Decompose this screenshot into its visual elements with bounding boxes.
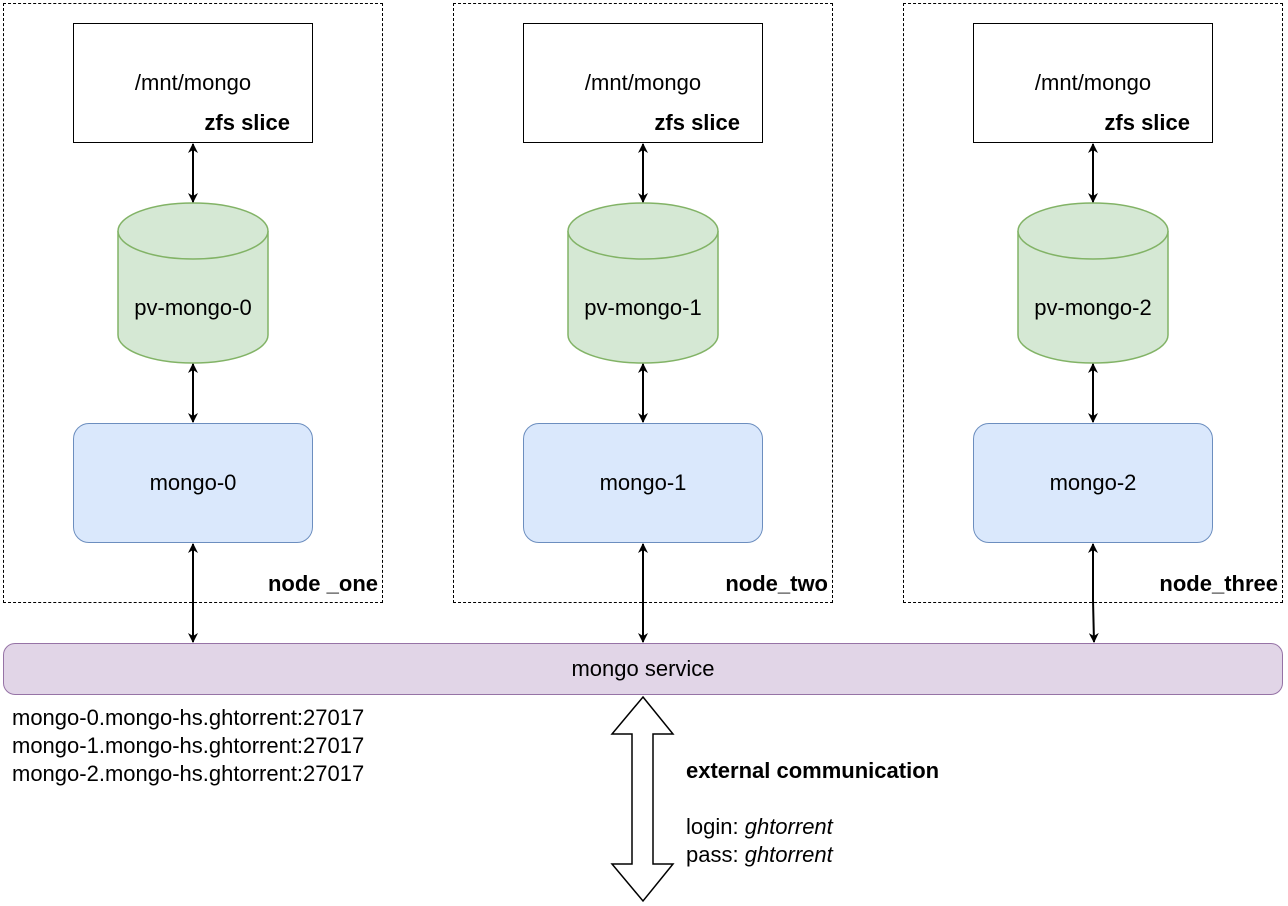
- arrow-pod-service-three: [1088, 543, 1099, 643]
- zfs-slice-label: zfs slice: [654, 110, 740, 135]
- pv-cylinder-one: [117, 202, 269, 364]
- zfs-slice-box-three: /mnt/mongo zfs slice: [973, 23, 1213, 143]
- pass-credential: pass: ghtorrent: [686, 842, 833, 868]
- pass-label: pass:: [686, 842, 745, 867]
- pod-mongo-2: mongo-2: [973, 423, 1213, 543]
- login-credential: login: ghtorrent: [686, 814, 833, 840]
- zfs-slice-box-one: /mnt/mongo zfs slice: [73, 23, 313, 143]
- pod-mongo-1: mongo-1: [523, 423, 763, 543]
- dns-entry-2: mongo-2.mongo-hs.ghtorrent:27017: [12, 761, 365, 786]
- node-label-three: node_three: [1159, 571, 1278, 596]
- mongo-service-bar: mongo service: [3, 643, 1283, 695]
- external-communication-title: external communication: [686, 758, 940, 783]
- node-label-one: node _one: [267, 571, 378, 596]
- dns-entry-0: mongo-0.mongo-hs.ghtorrent:27017: [12, 705, 365, 730]
- node-label-two: node_two: [725, 571, 828, 596]
- zfs-slice-label: zfs slice: [204, 110, 290, 135]
- external-double-arrow: [610, 695, 675, 903]
- zfs-mount-path: /mnt/mongo: [134, 70, 252, 95]
- pv-cylinder-two: [567, 202, 719, 364]
- zfs-slice-box-two: /mnt/mongo zfs slice: [523, 23, 763, 143]
- pass-value: ghtorrent: [744, 842, 833, 867]
- pv-label-one: pv-mongo-0: [134, 295, 252, 320]
- pv-cylinder-three: [1017, 202, 1169, 364]
- pv-label-three: pv-mongo-2: [1034, 295, 1152, 320]
- dns-entry-1: mongo-1.mongo-hs.ghtorrent:27017: [12, 733, 365, 758]
- zfs-mount-path: /mnt/mongo: [584, 70, 702, 95]
- login-value: ghtorrent: [744, 814, 833, 839]
- zfs-mount-path: /mnt/mongo: [1034, 70, 1152, 95]
- pv-label-two: pv-mongo-1: [584, 295, 702, 320]
- zfs-slice-label: zfs slice: [1104, 110, 1190, 135]
- login-label: login:: [686, 814, 745, 839]
- pod-mongo-0: mongo-0: [73, 423, 313, 543]
